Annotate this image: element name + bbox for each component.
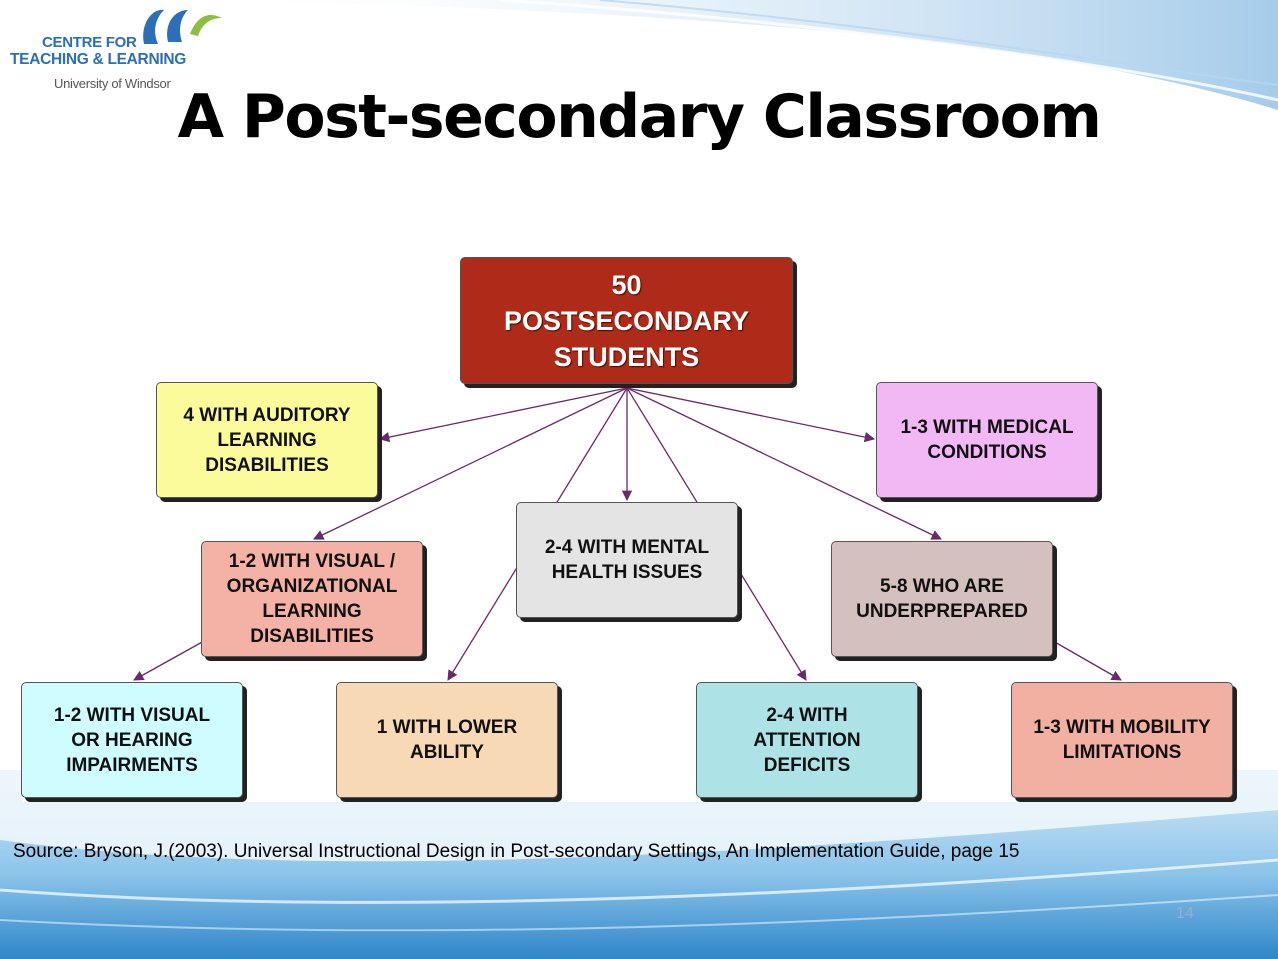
logo-line-2: TEACHING & LEARNING: [10, 51, 186, 68]
logo-line-1: CENTRE FOR: [42, 34, 137, 51]
node-attention-deficits: 2-4 WITH ATTENTION DEFICITS: [696, 682, 918, 798]
logo-swoosh-icon: [143, 9, 222, 44]
node-mental-health: 2-4 WITH MENTAL HEALTH ISSUES: [516, 502, 738, 618]
top-swoosh-decoration: [200, 0, 1278, 110]
slide-title: A Post-secondary Classroom: [177, 82, 1102, 152]
centre-logo: CENTRE FOR TEACHING & LEARNING Universit…: [10, 4, 222, 96]
node-visual-organizational: 1-2 WITH VISUAL / ORGANIZATIONAL LEARNIN…: [201, 541, 423, 657]
node-root-students: 50 POSTSECONDARY STUDENTS: [460, 257, 793, 384]
node-underprepared: 5-8 WHO ARE UNDERPREPARED: [831, 541, 1053, 657]
node-mobility-limitations: 1-3 WITH MOBILITY LIMITATIONS: [1011, 682, 1233, 798]
node-medical-conditions: 1-3 WITH MEDICAL CONDITIONS: [876, 382, 1098, 498]
source-citation: Source: Bryson, J.(2003). Universal Inst…: [13, 841, 1020, 862]
node-lower-ability: 1 WITH LOWER ABILITY: [336, 682, 558, 798]
page-number: 14: [1176, 905, 1194, 922]
logo-line-3: University of Windsor: [54, 76, 171, 91]
node-visual-hearing: 1-2 WITH VISUAL OR HEARING IMPAIRMENTS: [21, 682, 243, 798]
node-auditory-learning: 4 WITH AUDITORY LEARNING DISABILITIES: [156, 382, 378, 498]
